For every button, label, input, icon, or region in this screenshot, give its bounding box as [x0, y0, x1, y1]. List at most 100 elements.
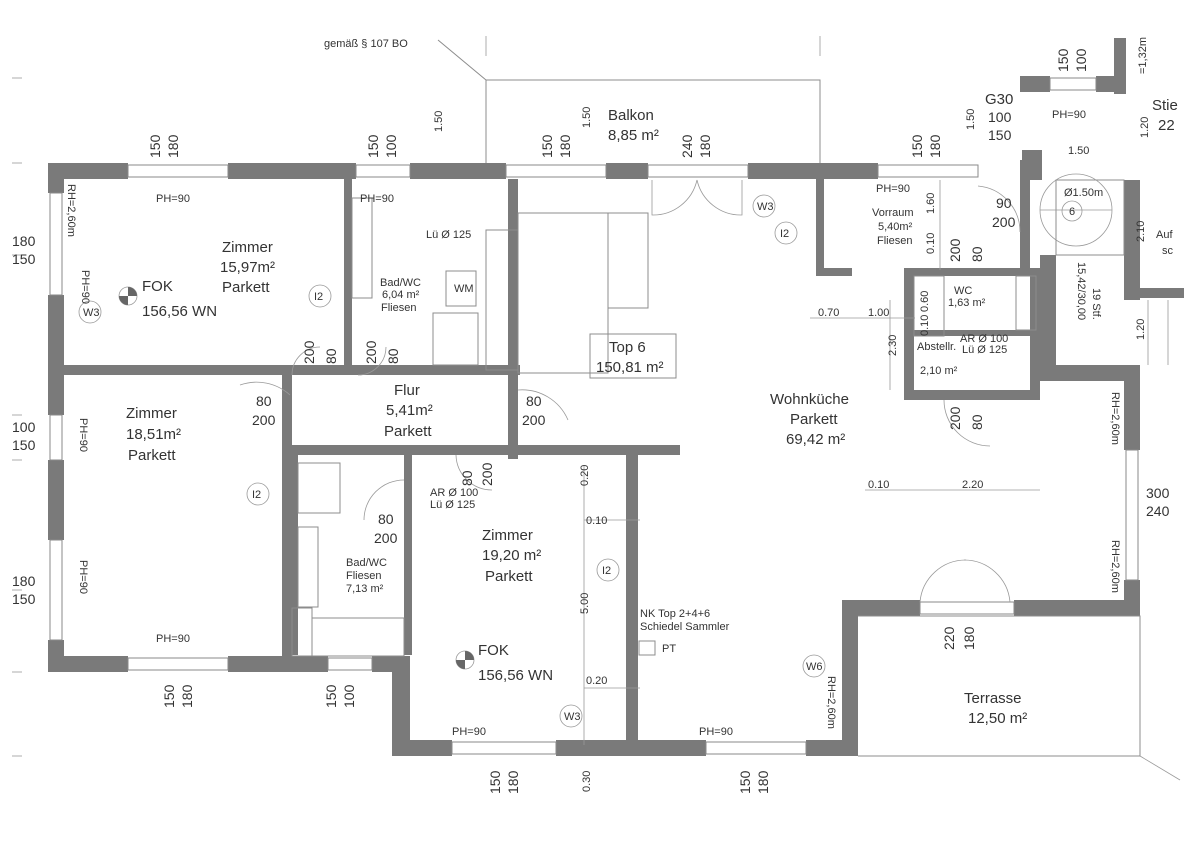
dim-top-8: 1.50 [965, 109, 977, 130]
wc-area: 1,63 m² [948, 297, 986, 309]
dim-left-1a: 180 [12, 233, 36, 249]
dim-door-4a: 80 [526, 393, 542, 409]
bad1-name: Bad/WC [380, 277, 421, 289]
zimmer2-name: Zimmer [126, 405, 177, 422]
note-top: gemäß § 107 BO [324, 38, 408, 50]
dim-m-1: 1.50 [1068, 145, 1089, 157]
dim-door-9a: 90 [996, 195, 1012, 211]
walls [48, 38, 1184, 756]
bad2-floor: Fliesen [346, 570, 381, 582]
stiege-area: 22 [1158, 117, 1175, 134]
dim-top-9a: 100 [1073, 48, 1089, 72]
marker-w3-1: W3 [83, 307, 100, 319]
zimmer1-area: 15,97m² [220, 259, 275, 276]
plan-labels: FOK 156,56 WN FOK 156,56 WN PH=90 PH=90 … [65, 91, 1121, 738]
dim-door-6b: 200 [374, 530, 398, 546]
dimension-labels: 180 150 100 150 1.50 180 150 1.50 180 24… [12, 37, 1170, 794]
fok1-value: 156,56 WN [142, 303, 217, 320]
flur-area: 5,41m² [386, 402, 433, 419]
dim-left-3a: 180 [12, 573, 36, 589]
zimmer1-name: Zimmer [222, 239, 273, 256]
rh-1: RH=2,60m [65, 184, 77, 237]
vorraum-area: 5,40m² [878, 221, 913, 233]
balkon-name: Balkon [608, 107, 654, 124]
zimmer3-name: Zimmer [482, 527, 533, 544]
g30-label: G30 [985, 91, 1013, 108]
stf-label: 19 Stf. [1090, 288, 1102, 320]
dim-door-8b: 80 [969, 414, 985, 430]
dim-m-9: 0.20 [579, 465, 591, 486]
marker-w6: W6 [806, 661, 823, 673]
dim-m-13: 0.10 [868, 479, 889, 491]
dim-door-5a: 80 [459, 470, 475, 486]
terrasse-area: 12,50 m² [968, 710, 1027, 727]
dim-bot-2a: 150 [323, 684, 339, 708]
terrasse-name: Terrasse [964, 690, 1022, 707]
dim-g30-2: 150 [988, 127, 1012, 143]
dim-top-7b: 150 [909, 134, 925, 158]
flur-name: Flur [394, 382, 420, 399]
dim-top-2b: 150 [365, 134, 381, 158]
marker-w3-2: W3 [564, 711, 581, 723]
dim-m-15: 2.10 [1135, 221, 1147, 242]
marker-i2-3: I2 [602, 565, 611, 577]
bad2-area: 7,13 m² [346, 583, 384, 595]
windows [49, 77, 1139, 755]
dim-top-3: 1.50 [433, 111, 445, 132]
ph90-1: PH=90 [156, 193, 190, 205]
stf-value: 15,42/30,00 [1075, 262, 1087, 320]
dim-m-14: 2.20 [962, 479, 983, 491]
vorraum-name: Vorraum [872, 207, 914, 219]
zimmer2-floor: Parkett [128, 447, 176, 464]
ar-2: AR Ø 100 [960, 333, 1008, 345]
marker-i2-1: I2 [314, 291, 323, 303]
outlines [12, 36, 1181, 781]
dim-bot-4: 0.30 [581, 771, 593, 792]
lue-2: Lü Ø 125 [430, 499, 475, 511]
fok2-label: FOK [478, 642, 509, 659]
dim-door-10b: 180 [961, 626, 977, 650]
dim-m-5: 1.00 [868, 307, 889, 319]
dim-top-4a: 180 [557, 134, 573, 158]
zimmer3-area: 19,20 m² [482, 547, 541, 564]
dim-bot-1b: 180 [179, 684, 195, 708]
ph90-9: PH=90 [77, 418, 89, 452]
dim-right-1a: 300 [1146, 485, 1170, 501]
wohnkueche-area: 69,42 m² [786, 431, 845, 448]
dim-bot-3b: 180 [505, 770, 521, 794]
dim-door-1a: 200 [301, 340, 317, 364]
dim-top-9b: 150 [1055, 48, 1071, 72]
ph90-7: PH=90 [1052, 109, 1086, 121]
dim-bot-3a: 150 [487, 770, 503, 794]
dim-right-1b: 240 [1146, 503, 1170, 519]
unit-box [589, 333, 677, 379]
ph90-5: PH=90 [699, 726, 733, 738]
dim-m-10: 0.10 [586, 515, 607, 527]
vorraum-floor: Fliesen [877, 235, 912, 247]
dim-top-4b: 150 [539, 134, 555, 158]
dim-bot-5b: 180 [755, 770, 771, 794]
ph90-8: PH=90 [79, 270, 91, 304]
abstell-area: 2,10 m² [920, 365, 958, 377]
dim-door-4b: 200 [522, 412, 546, 428]
dim-m-6: 2.30 [887, 335, 899, 356]
dim-top-6b: 240 [679, 134, 695, 158]
dim-m-12: 0.20 [586, 675, 607, 687]
flur-floor: Parkett [384, 423, 432, 440]
unit-area: 150,81 m² [596, 359, 664, 376]
circle-label: Ø1.50m [1064, 187, 1103, 199]
dim-door-6a: 80 [378, 511, 394, 527]
nk-label-2: Schiedel Sammler [640, 621, 730, 633]
balkon-area: 8,85 m² [608, 127, 659, 144]
zimmer2-area: 18,51m² [126, 426, 181, 443]
fok2-value: 156,56 WN [478, 667, 553, 684]
dim-door-5b: 200 [479, 462, 495, 486]
dim-door-7b: 80 [969, 246, 985, 262]
dim-door-2b: 80 [385, 348, 401, 364]
dim-g30-1: 100 [988, 109, 1012, 125]
dim-bot-1a: 150 [161, 684, 177, 708]
rh-4: RH=2,60m [825, 676, 837, 729]
dim-top-1a: 180 [165, 134, 181, 158]
dim-top-11: 1.20 [1139, 117, 1151, 138]
